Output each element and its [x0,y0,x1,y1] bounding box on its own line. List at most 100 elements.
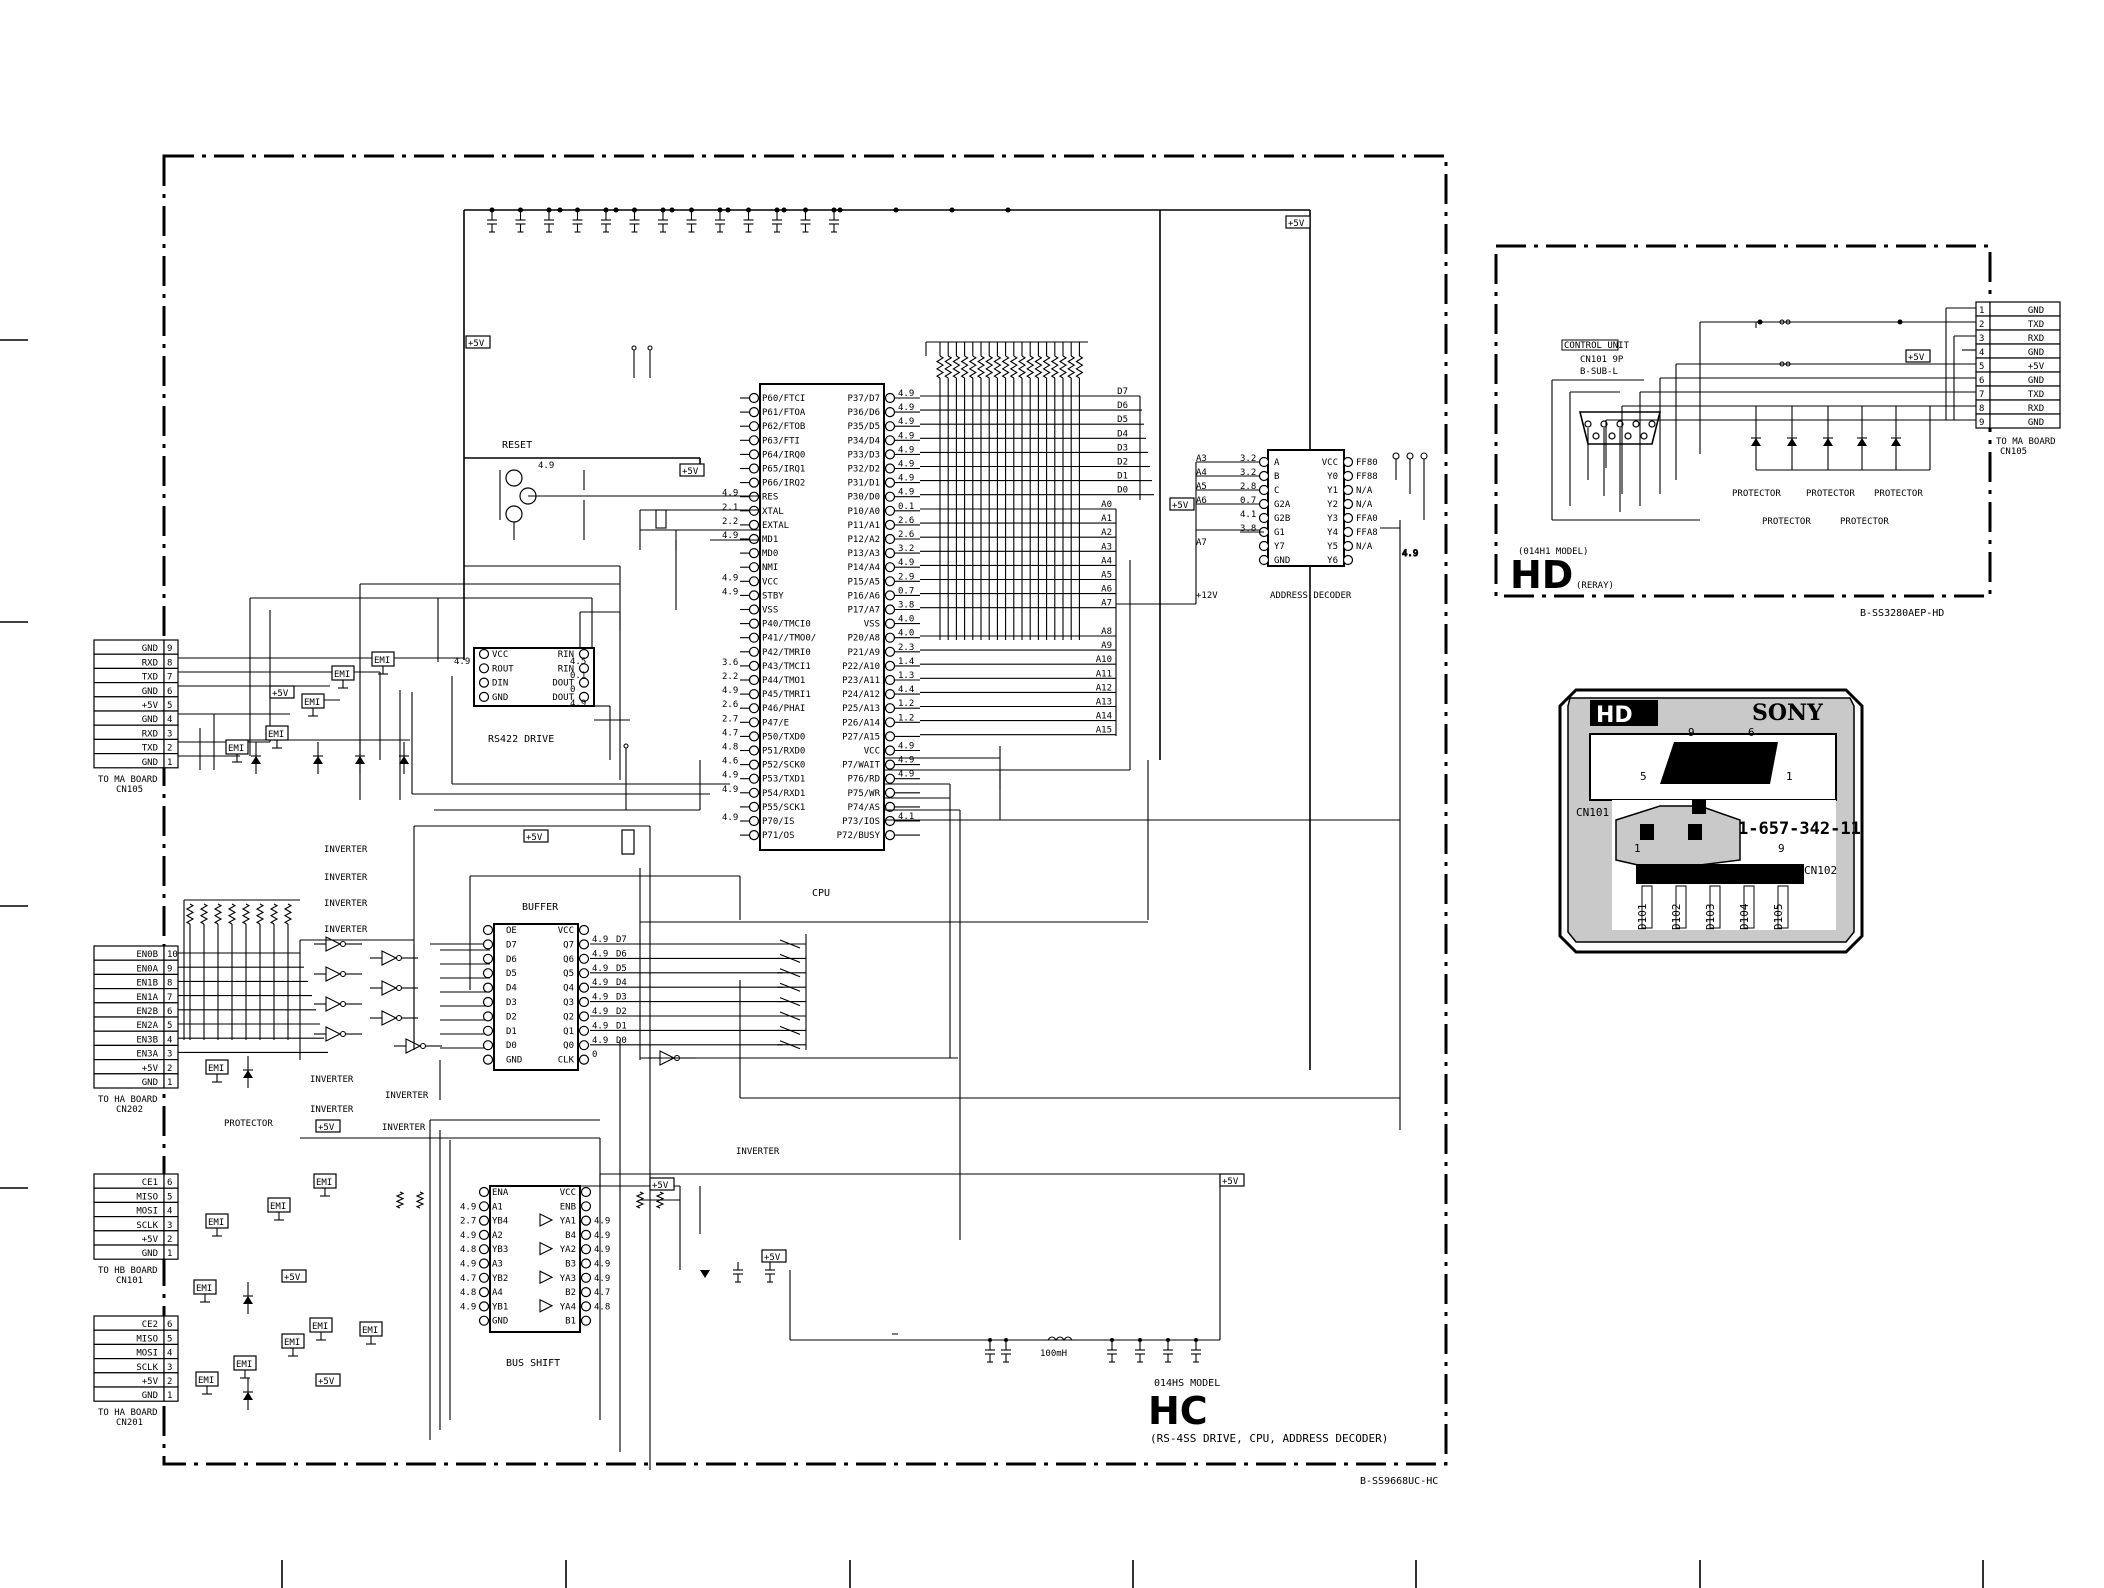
decoder-pin [1258,484,1270,496]
decoder-pin-label: G2A [1274,500,1291,510]
bus-shift-pin-label: YB2 [492,1274,508,1284]
decoder-outputs: 4.9 [1380,452,1428,560]
cpu-pin-p32-d2 [884,463,896,474]
connector-pin-name: GND [142,1078,158,1088]
bus-shift-pin [478,1272,490,1283]
svg-text:ADDRESS DECODER: ADDRESS DECODER [1270,591,1352,601]
cpu-pin-p72-busy [884,829,896,841]
voltage-reading: 4.9 [898,460,914,470]
dsub-pin [1624,432,1632,440]
cpu-pin-stby [748,590,760,601]
buffer-pin [578,996,590,1008]
test-points [623,345,653,810]
data-bus-label: D5 [1117,415,1128,425]
svg-text:INVERTER: INVERTER [324,925,368,935]
cpu-pin-label: P44/TMO1 [762,676,805,686]
buffer-pin-label: VCC [558,926,574,936]
emi-label: EMI [316,1178,332,1188]
voltage-reading: 4.9 [898,742,914,752]
svg-text:5: 5 [1640,770,1647,783]
pcb-part-number: 1-657-342-11 [1738,819,1861,839]
svg-text:INVERTER: INVERTER [324,873,368,883]
rs422-pin [478,663,490,674]
p5v-tag-mid: +5V [523,829,549,843]
connector-destination: TO HB BOARD [98,1266,158,1276]
cpu-pin-nmi [748,562,760,573]
protector-diode [1857,438,1867,446]
address-bus-label: A3 [1101,542,1112,552]
cpu-pin-p45-tmri1 [748,688,760,700]
svg-text:INVERTER: INVERTER [324,899,368,909]
voltage-reading: 3.2 [1240,454,1256,464]
voltage-reading: 4.9 [898,417,914,427]
inverter-gate [325,936,342,952]
buffer-pin [482,1054,494,1065]
svg-text:INVERTER: INVERTER [382,1123,426,1133]
connector-pin-name: TXD [142,744,158,754]
connector-pin-number: 4 [167,1207,172,1217]
rs422-pin [578,677,590,688]
bus-shift-wiring [429,1119,1221,1440]
svg-text:HC: HC [1148,1389,1208,1433]
bus-shift-pin-label: A4 [492,1288,503,1298]
emi-label: EMI [334,670,350,680]
address-bus-label: A12 [1096,683,1112,693]
cpu-pin-p10-a0 [884,505,896,516]
decoder-pin-label: Y5 [1327,542,1338,552]
cpu-pin-label: P62/FTOB [762,422,805,432]
buffer-pin-label: Q2 [563,1012,574,1022]
connector-pin-name: EN2B [136,1007,158,1017]
decoder-output-signal: FFA0 [1356,514,1378,524]
bus-shift-pin [580,1315,592,1326]
voltage-reading: 3.8 [898,601,914,611]
cpu-pin-md1 [748,533,760,545]
voltage-reading: 4.9 [592,949,608,959]
hd-connector-pin-number: 3 [1979,334,1984,344]
connector-destination: TO HA BOARD [98,1095,158,1105]
dsub-pin [1608,432,1616,440]
decoder-output-signal: N/A [1356,500,1373,510]
svg-text:CONTROL UNIT: CONTROL UNIT [1564,341,1630,351]
buffer-pin-label: Q1 [563,1027,574,1037]
bus-shift-pin [478,1301,490,1312]
connector-pin-name: SCLK [136,1363,158,1373]
buffer-pin [578,968,590,979]
connector-pin-number: 4 [167,715,172,725]
bus-shift-pin-label: VCC [560,1188,576,1198]
p5v-tag-shift: +5V +5V +5V +5V +5V +5V +5V +5V [269,497,1245,1387]
bus-shift-pin-label: B1 [565,1317,576,1327]
cpu-pin-p47-e [748,717,760,728]
cpu-pin-p42-tmri0 [748,646,760,657]
voltage-reading: 4.7 [594,1288,610,1298]
decoder-input-signal: A7 [1196,538,1207,548]
cpu-pin-p74-as [884,801,896,813]
voltage-reading: 2.7 [460,1217,476,1227]
address-bus-label: A5 [1101,571,1112,581]
cpu-pin-label: P47/E [762,718,789,728]
voltage-reading: 4.9 [594,1231,610,1241]
cpu-pin-p35-d5 [884,421,896,432]
voltage-reading: 4.9 [898,474,914,484]
buffer-pin-label: Q4 [563,984,574,994]
p5v-tag-hd: +5V [1905,349,1931,363]
voltage-reading: 4.9 [592,935,608,945]
cpu-pin-p61-ftoa [748,407,760,418]
bus-shift-pin [478,1244,490,1255]
address-bus-label: A9 [1101,641,1112,651]
connector-pin-name: RXD [142,658,158,668]
voltage-reading: 4.0 [898,629,914,639]
dsub-pin [1648,420,1656,428]
voltage-reading: 4.9 [592,964,608,974]
buffer-pin [578,953,590,964]
voltage-reading: 3.8 [1240,524,1256,534]
decoder-pin [1258,512,1270,524]
dsub-pin [1592,432,1600,440]
connector-id: CN202 [116,1105,143,1115]
decoder-pin-label: G2B [1274,514,1290,524]
hd-connector-pin-number: 8 [1979,404,1984,414]
buffer-bus-label: D6 [616,949,627,959]
connector-destination: TO MA BOARD [98,775,158,785]
protector-label: PROTECTOR [1806,489,1855,499]
